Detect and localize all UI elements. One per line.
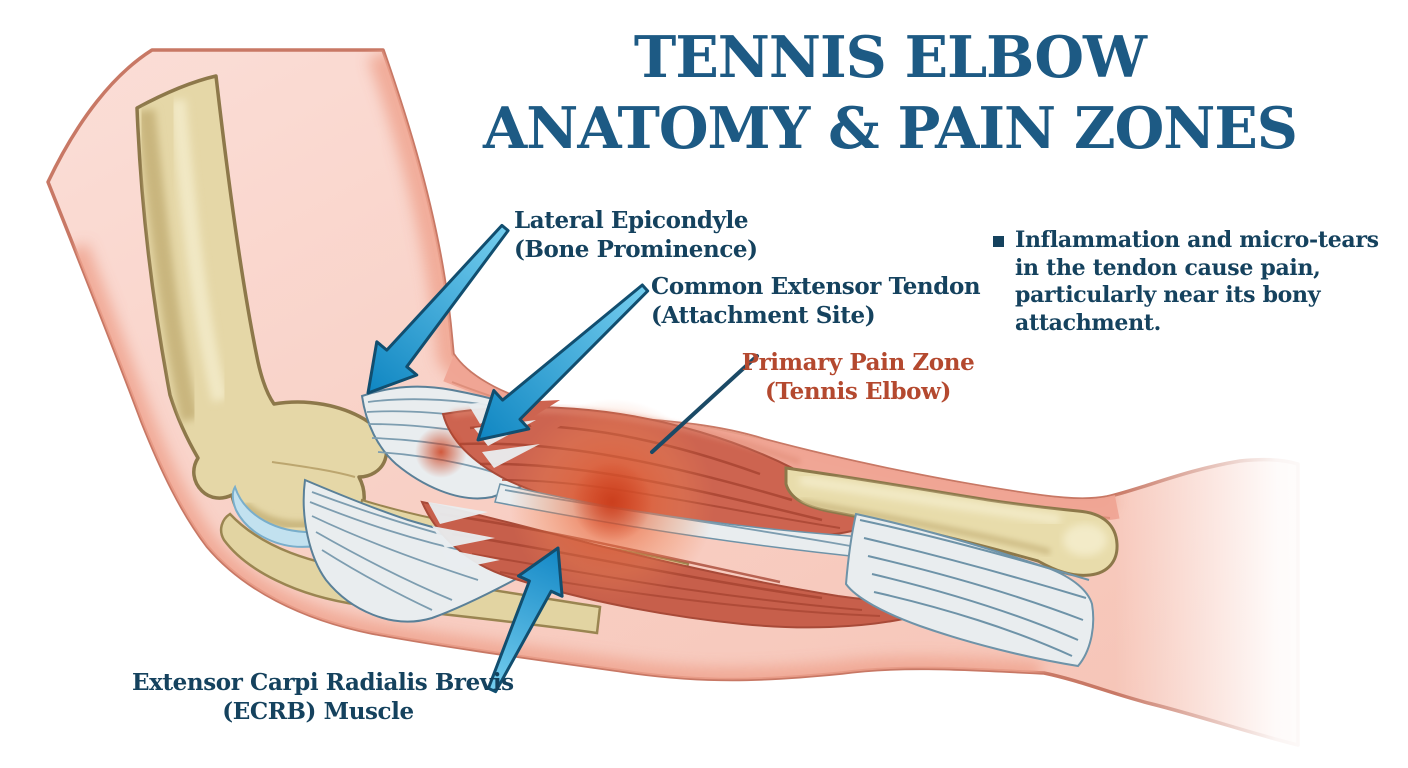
label-lateral-epicondyle: Lateral Epicondyle (Bone Prominence) xyxy=(514,206,758,264)
title-line-2: ANATOMY & PAIN ZONES xyxy=(483,95,1298,162)
title-line-1: TENNIS ELBOW xyxy=(633,24,1147,91)
arrow-lateral-epicondyle xyxy=(366,223,510,395)
label-lateral-epicondyle-qualifier: (Bone Prominence) xyxy=(514,236,758,263)
note-line-3: particularly near its bony xyxy=(1015,282,1321,308)
pain-zone-overlay xyxy=(415,399,715,605)
label-common-extensor-tendon-qualifier: (Attachment Site) xyxy=(651,302,876,329)
label-primary-pain-zone: Primary Pain Zone (Tennis Elbow) xyxy=(733,348,983,406)
note-line-4: attachment. xyxy=(1015,309,1162,336)
radius-bone xyxy=(784,466,1119,577)
note-line-2: in the tendon cause pain, xyxy=(1015,254,1321,281)
page-title: TENNIS ELBOW ANATOMY & PAIN ZONES xyxy=(440,22,1340,164)
label-primary-pain-zone-qualifier: (Tennis Elbow) xyxy=(765,378,951,405)
hand-fade-overlay xyxy=(1115,370,1408,768)
label-lateral-epicondyle-name: Lateral Epicondyle xyxy=(514,207,749,234)
label-primary-pain-zone-name: Primary Pain Zone xyxy=(741,349,975,376)
label-common-extensor-tendon: Common Extensor Tendon (Attachment Site) xyxy=(651,272,981,330)
pain-zone-pointer-line xyxy=(650,354,759,454)
label-ecrb-muscle-name: Extensor Carpi Radialis Brevis xyxy=(132,669,514,696)
arrow-common-extensor-tendon xyxy=(476,283,650,442)
label-ecrb-muscle: Extensor Carpi Radialis Brevis (ECRB) Mu… xyxy=(132,668,514,726)
note-bullet-square-icon xyxy=(993,236,1004,247)
arrow-ecrb-muscle xyxy=(486,546,564,694)
label-common-extensor-tendon-name: Common Extensor Tendon xyxy=(651,273,981,300)
note-line-1: Inflammation and micro-tears xyxy=(1015,227,1379,253)
inflammation-note: Inflammation and micro-tears in the tend… xyxy=(993,227,1379,337)
label-ecrb-muscle-qualifier: (ECRB) Muscle xyxy=(222,698,414,725)
wrist-tendons xyxy=(844,512,1095,668)
